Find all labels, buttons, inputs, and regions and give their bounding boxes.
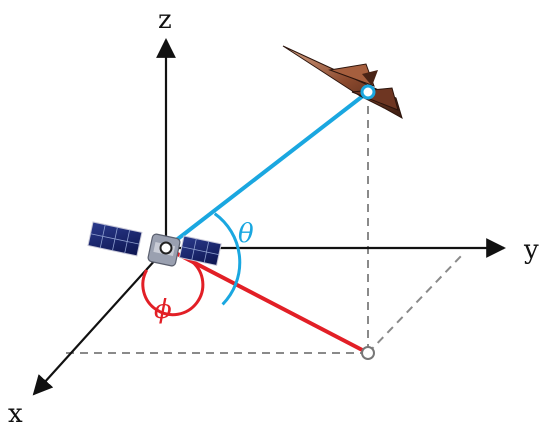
ground-projection-line <box>165 246 369 355</box>
azimuth-angle-arc <box>141 260 205 317</box>
target-marker <box>360 84 376 100</box>
satellite-icon <box>87 221 222 267</box>
x-axis-label: x <box>8 399 23 429</box>
axes <box>32 38 506 396</box>
ground-line-y <box>367 254 463 354</box>
line-of-sight <box>164 90 370 250</box>
ground-projection-marker <box>361 346 375 360</box>
azimuth-angle-label: ϕ <box>154 295 172 325</box>
origin-marker <box>159 241 173 255</box>
elevation-angle-arc <box>213 212 242 306</box>
z-axis-label: z <box>158 5 172 35</box>
projection-lines <box>66 92 463 354</box>
y-axis-label: y <box>523 235 539 265</box>
elevation-angle-label: θ <box>238 219 254 249</box>
aircraft-icon <box>282 45 403 120</box>
